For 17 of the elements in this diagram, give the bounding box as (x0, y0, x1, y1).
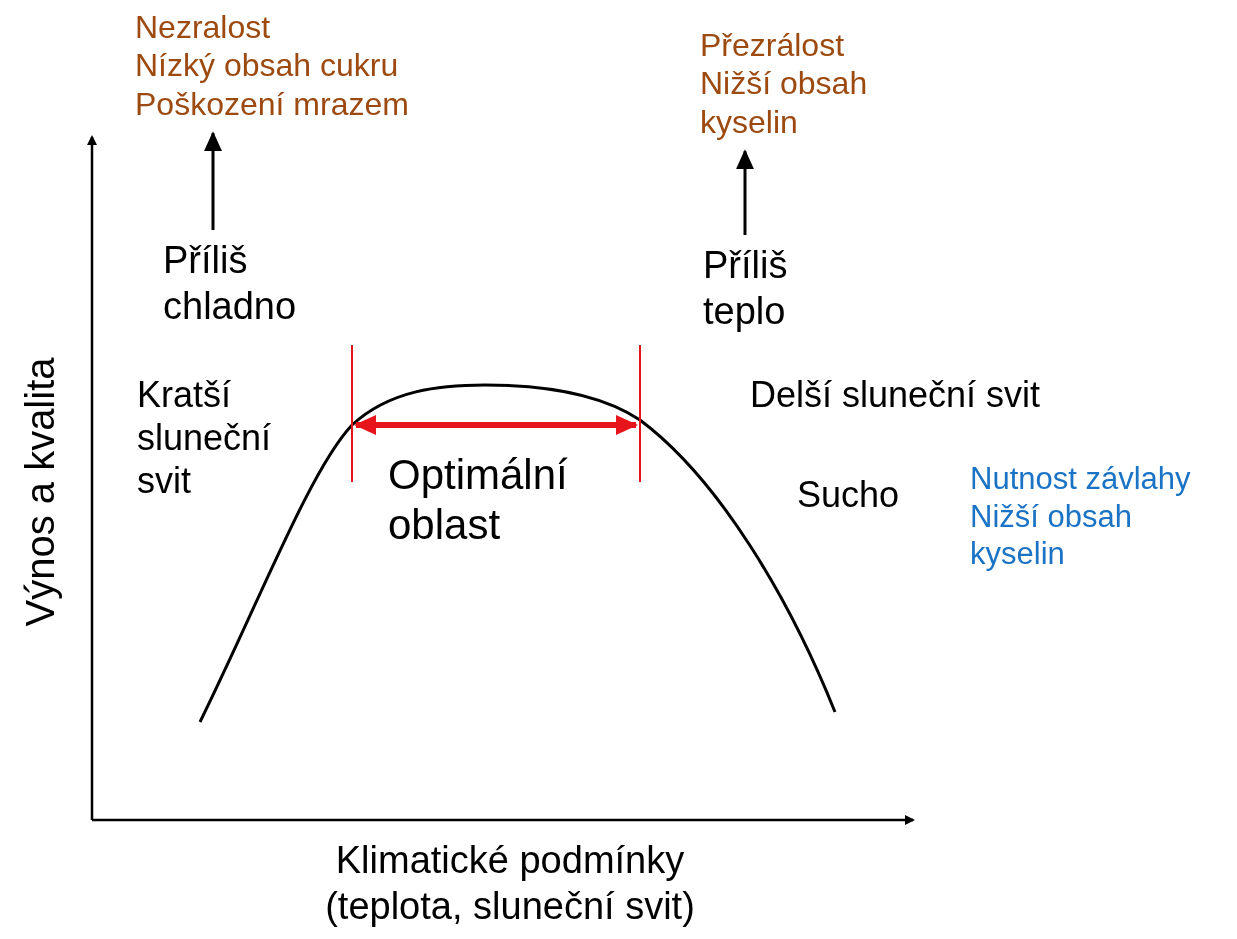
note-text: Nižší obsah kyselin (970, 498, 1133, 573)
condition-label: Příliš chladno (163, 238, 298, 329)
axis-title: Výnos a kvalita (17, 356, 63, 629)
note-text: Poškození mrazem (135, 84, 409, 124)
note-text: Nízký obsah cukru (135, 46, 399, 85)
condition-label: Příliš teplo (703, 243, 789, 334)
note-text: Nižší obsah kyselin (700, 64, 869, 142)
region-label: Kratší sluneční svit (137, 373, 273, 503)
arrow (204, 131, 222, 230)
arrow (736, 149, 754, 235)
region-label: Delší sluneční svit (750, 373, 1041, 417)
note-text: Nutnost závlahy (970, 460, 1191, 498)
region-label: Optimální oblast (388, 450, 569, 551)
axis-title: Klimatické podmínky (teplota, sluneční svit) (324, 838, 696, 929)
note-text: Nezralost (135, 8, 271, 47)
region-label: Sucho (797, 473, 900, 517)
note-text: Přezrálost (700, 26, 845, 65)
